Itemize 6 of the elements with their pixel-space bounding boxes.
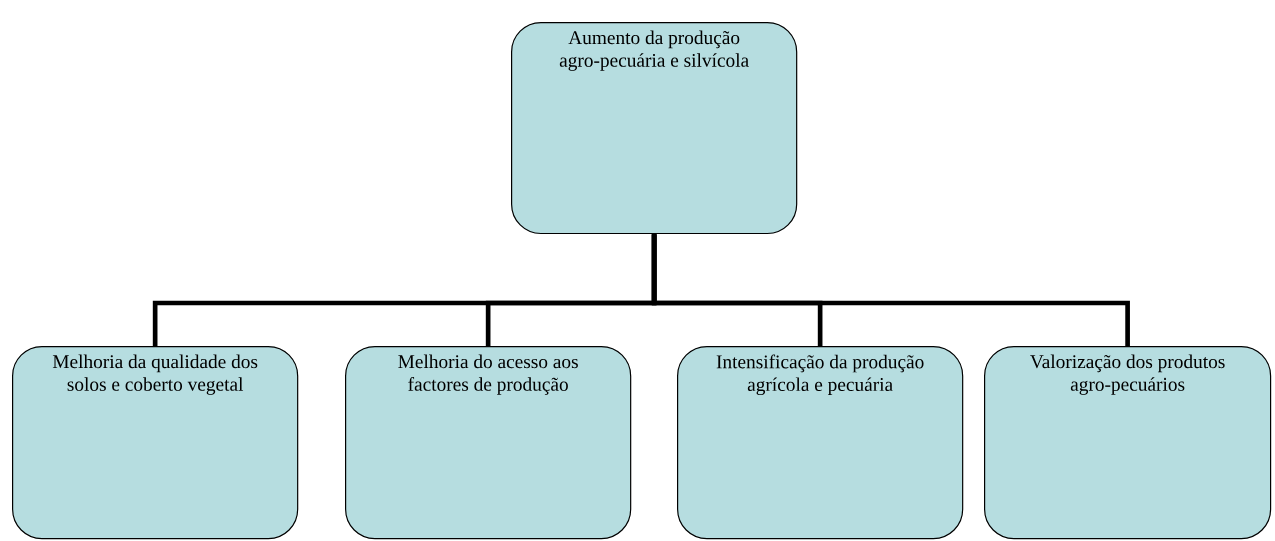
goal-box: Aumento da produção agro-pecuária e silvícola xyxy=(511,22,798,235)
connector xyxy=(651,234,1130,346)
process-box: Valorização dos produtos agro-pecuários xyxy=(984,346,1272,540)
process-box: Melhoria do acesso aos factores de produção xyxy=(345,346,632,540)
process-box: Intensificação da produção agrícola e pecuária xyxy=(677,346,964,540)
process-box: Melhoria da qualidade dos solos e coberto vegetal xyxy=(12,346,299,540)
